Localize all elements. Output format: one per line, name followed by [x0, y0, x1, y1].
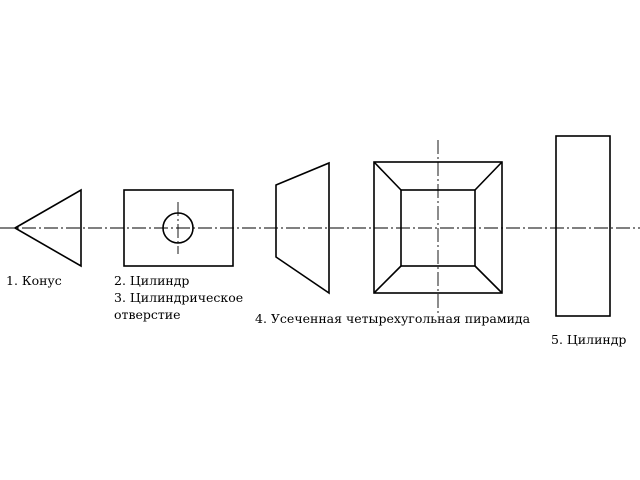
frustum-edge-tl: [373, 161, 402, 191]
frustum-top-view: [373, 140, 503, 316]
label-hole-line2: отверстие: [114, 307, 181, 322]
label-hole-line1: 3. Цилиндрическое: [114, 290, 243, 305]
cone-outline: [13, 188, 82, 268]
frustum-side-view: [275, 161, 330, 295]
frustum-outer-square: [373, 161, 503, 294]
frustum-inner-square: [400, 189, 476, 267]
cylinder-with-hole-view: [123, 189, 234, 267]
cylinder2-view: [555, 135, 611, 317]
label-cylinder: 2. Цилиндр: [114, 273, 189, 288]
label-cylinder2: 5. Цилиндр: [551, 332, 626, 347]
frustum-edge-tr: [474, 161, 503, 191]
cylinder-outline: [123, 189, 234, 267]
frustum-edge-br: [474, 265, 503, 294]
label-pyramid: 4. Усеченная четырехугольная пирамида: [255, 311, 531, 326]
label-cone: 1. Конус: [6, 273, 62, 288]
cone-view: [13, 188, 82, 268]
frustum-side-outline: [275, 161, 330, 295]
frustum-edge-bl: [373, 265, 402, 294]
cylinder2-outline: [555, 135, 611, 317]
